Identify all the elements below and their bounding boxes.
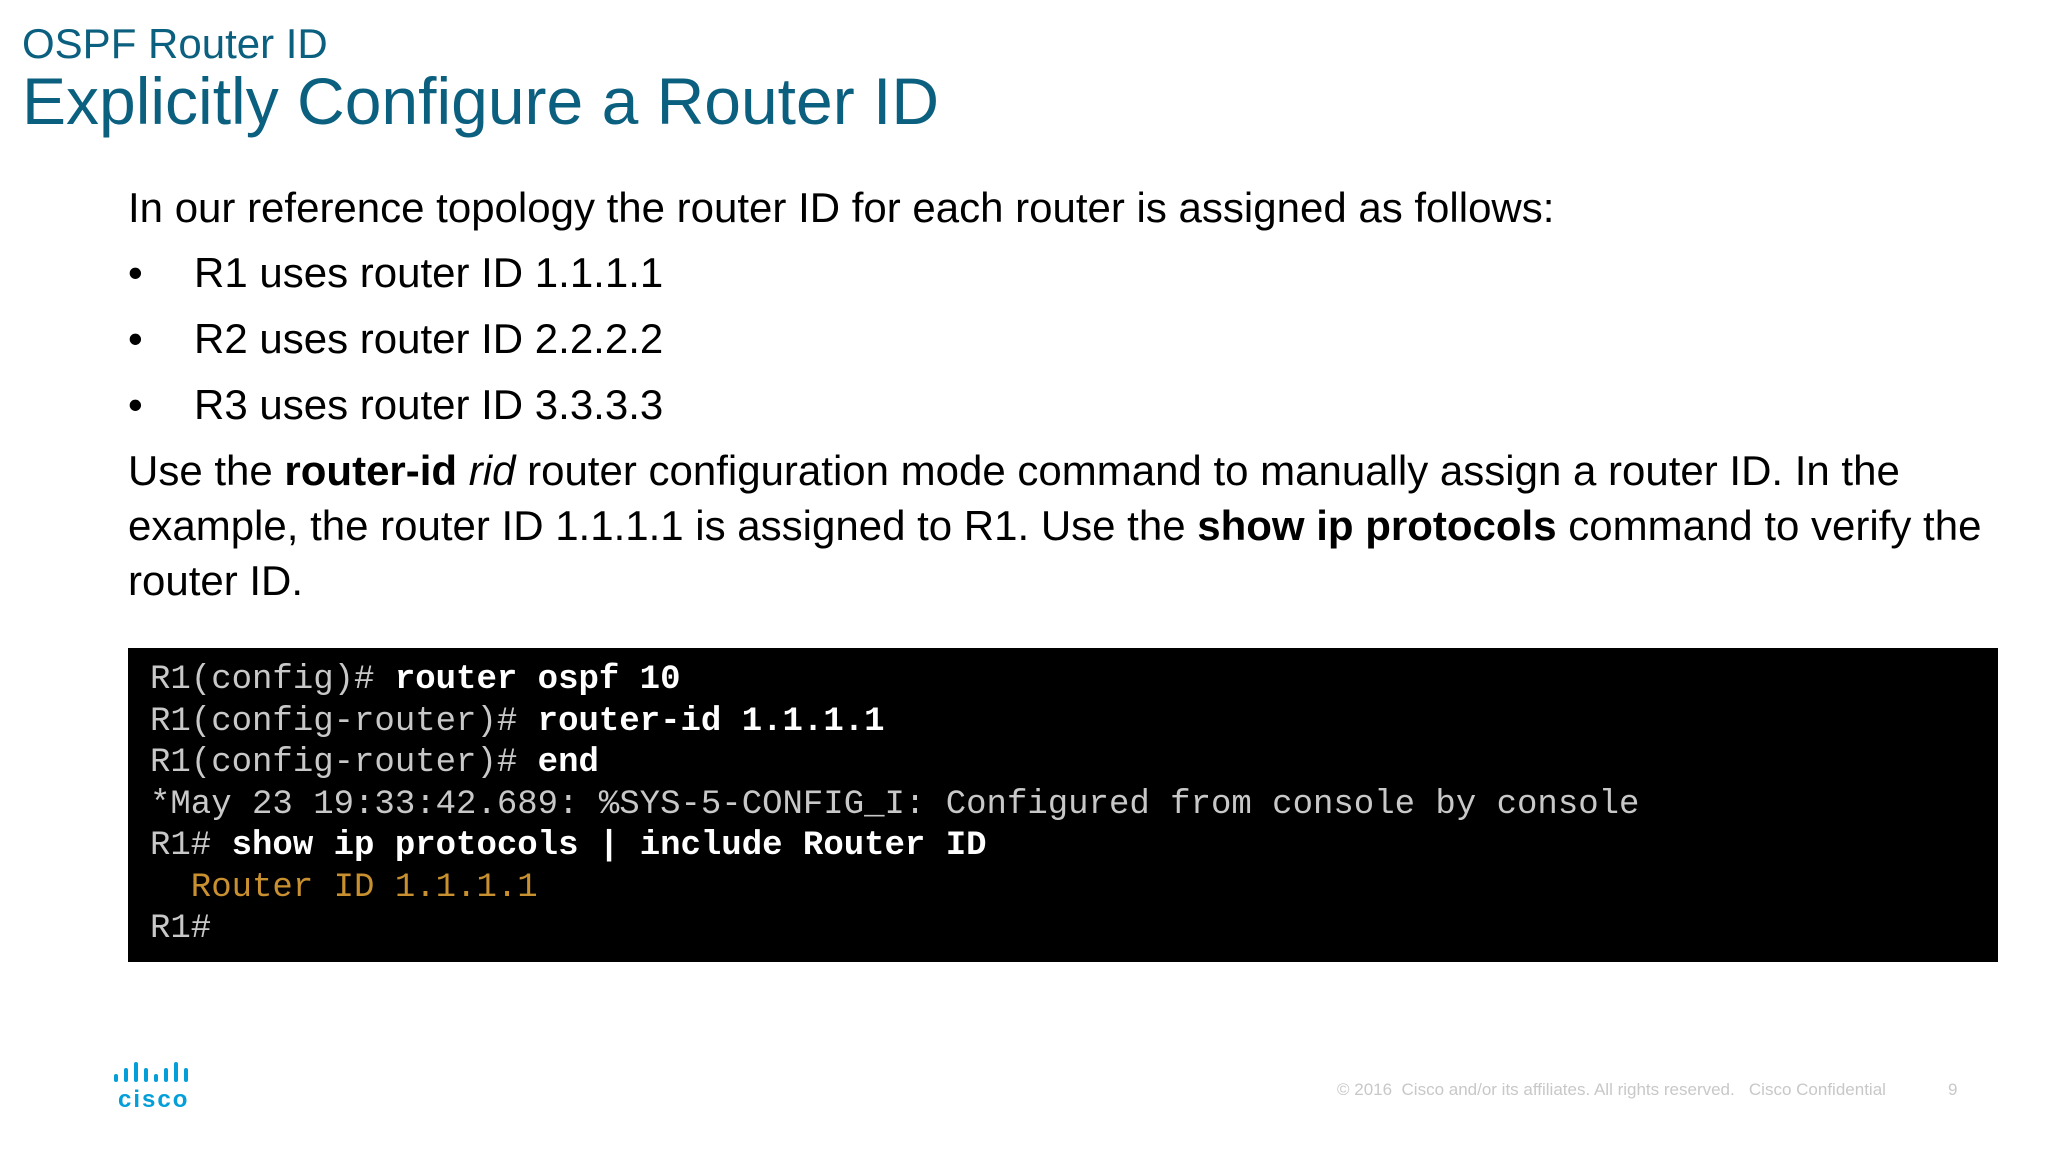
- terminal-line: R1# show ip protocols | include Router I…: [150, 827, 987, 865]
- cisco-logo-icon: [114, 1062, 188, 1082]
- bullet-text: R2 uses router ID 2.2.2.2: [194, 315, 664, 362]
- cli-prompt: R1#: [150, 910, 212, 948]
- footer-copyright: © 2016 Cisco and/or its affiliates. All …: [1337, 1080, 1886, 1100]
- cli-command: show ip protocols | include Router ID: [231, 827, 987, 865]
- para-text: router configuration mode command to man…: [128, 447, 1900, 549]
- bullet-list: • R1 uses router ID 1.1.1.1 • R2 uses ro…: [128, 245, 1988, 443]
- cli-prompt: R1(config)#: [150, 661, 395, 699]
- cli-command: end: [537, 744, 599, 782]
- bullet-dot: •: [128, 315, 143, 362]
- bullet-text: R1 uses router ID 1.1.1.1: [194, 249, 664, 296]
- para-text: command to verify the router ID.: [128, 502, 1982, 604]
- slide-subtitle: OSPF Router ID: [22, 20, 328, 67]
- cisco-logo-text: cisco: [118, 1086, 190, 1113]
- terminal-line: R1(config-router)# end: [150, 744, 599, 782]
- bullet-dot: •: [128, 249, 143, 296]
- bullet-text: R3 uses router ID 3.3.3.3: [194, 381, 664, 428]
- instruction-paragraph: Use the router-id rid router configurati…: [128, 443, 1988, 608]
- para-space: [457, 447, 469, 494]
- terminal-line: *May 23 19:33:42.689: %SYS-5-CONFIG_I: C…: [150, 785, 1640, 824]
- terminal-line: R1(config-router)# router-id 1.1.1.1: [150, 703, 885, 741]
- bullet-item: • R2 uses router ID 2.2.2.2: [128, 311, 1988, 377]
- copyright-text: © 2016 Cisco and/or its affiliates. All …: [1337, 1080, 1735, 1099]
- terminal-line: R1(config)# router ospf 10: [150, 661, 681, 699]
- slide-title: Explicitly Configure a Router ID: [22, 64, 940, 138]
- intro-text: In our reference topology the router ID …: [128, 184, 1555, 231]
- bullet-dot: •: [128, 381, 143, 428]
- terminal-text: R1(config)# router ospf 10 R1(config-rou…: [128, 648, 1998, 963]
- cli-command: router-id 1.1.1.1: [537, 702, 885, 741]
- show-ip-protocols-command: show ip protocols: [1197, 502, 1557, 549]
- bullet-item: • R1 uses router ID 1.1.1.1: [128, 245, 1988, 311]
- cli-terminal-output: R1(config)# router ospf 10 R1(config-rou…: [128, 648, 1998, 962]
- cli-prompt: R1#: [150, 827, 232, 865]
- bullet-item: • R3 uses router ID 3.3.3.3: [128, 377, 1988, 443]
- page-number: 9: [1948, 1080, 1958, 1099]
- router-id-output-highlight: Router ID 1.1.1.1: [150, 868, 538, 907]
- slide-body: In our reference topology the router ID …: [128, 180, 1988, 608]
- router-id-command: router-id: [284, 447, 458, 494]
- cli-prompt: R1(config-router)#: [150, 702, 538, 741]
- cli-prompt: R1(config-router)#: [150, 744, 538, 782]
- rid-argument: rid: [468, 447, 516, 494]
- cli-command: router ospf 10: [394, 661, 681, 699]
- para-text: Use the: [128, 447, 285, 494]
- confidential-label: Cisco Confidential: [1748, 1080, 1886, 1099]
